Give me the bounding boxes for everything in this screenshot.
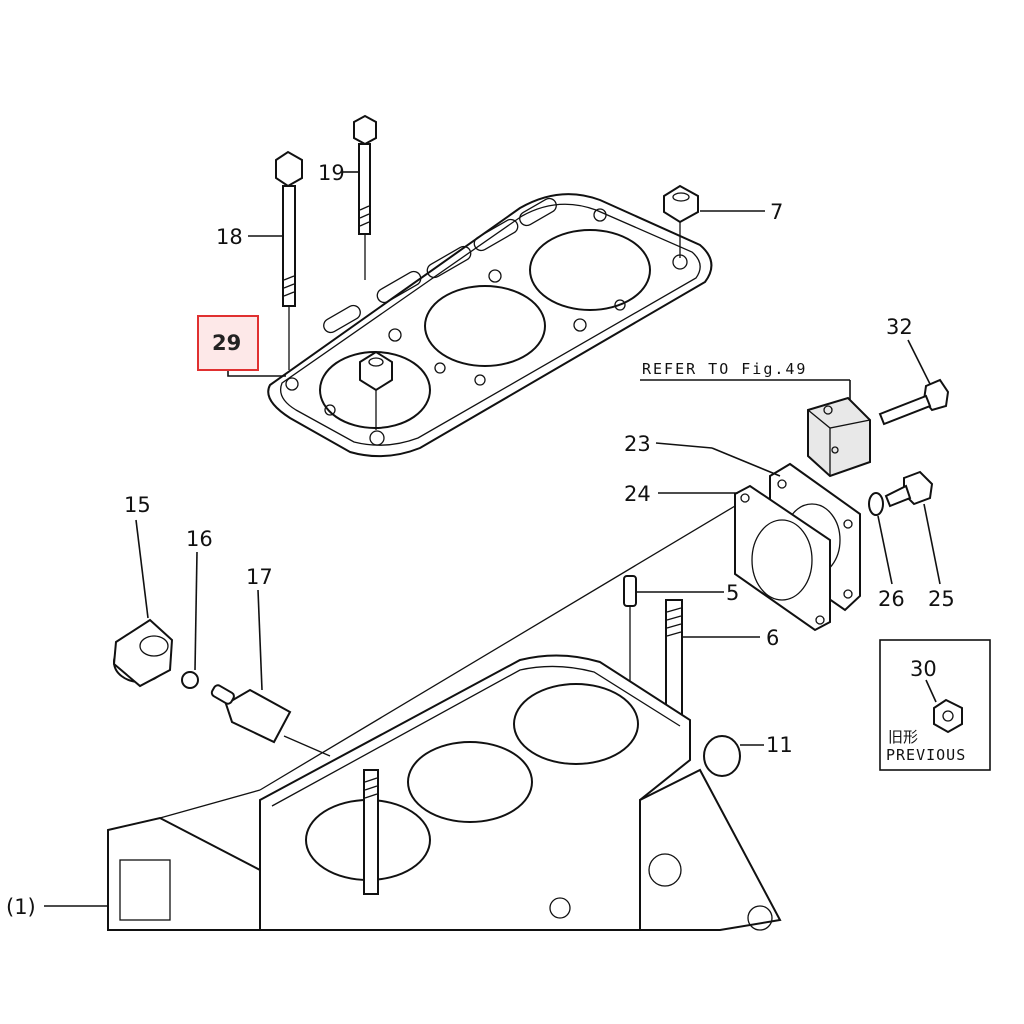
washer-26 [868, 492, 893, 585]
callout-24: 24 [624, 482, 651, 506]
callout-6: 6 [766, 626, 779, 650]
callout-16: 16 [186, 527, 213, 551]
gasket-nut [359, 350, 393, 430]
callout-7: 7 [770, 200, 783, 224]
gasket-24 [734, 484, 831, 632]
callout-1: (1) [6, 895, 36, 919]
part-17 [210, 589, 292, 744]
callout-5: 5 [726, 581, 739, 605]
callout-32: 32 [886, 315, 913, 339]
refer-block [640, 379, 871, 478]
part-15 [112, 519, 174, 688]
callout-25: 25 [928, 587, 955, 611]
refer-note: REFER TO Fig.49 [642, 360, 807, 378]
bolt-18 [275, 150, 303, 370]
bolt-19 [353, 114, 377, 280]
washer-16 [181, 551, 199, 689]
callout-23: 23 [624, 432, 651, 456]
pin-5 [623, 575, 724, 688]
head-gasket [267, 193, 713, 458]
bolt-32 [878, 339, 950, 426]
callout-11: 11 [766, 733, 793, 757]
previous-kanji: 旧形 [888, 728, 918, 746]
plug-11 [703, 735, 764, 777]
highlight-box-29 [197, 315, 259, 371]
callout-29: 29 [212, 331, 241, 355]
previous-box [879, 639, 991, 771]
previous-label: PREVIOUS [886, 746, 966, 764]
callout-26: 26 [878, 587, 905, 611]
callout-17: 17 [246, 565, 273, 589]
nut-7 [663, 184, 699, 258]
callout-15: 15 [124, 493, 151, 517]
cylinder-block [107, 505, 782, 931]
bolt-25 [884, 470, 941, 585]
callout-30: 30 [910, 657, 937, 681]
stud-6 [665, 599, 760, 725]
callout-18: 18 [216, 225, 243, 249]
callout-19: 19 [318, 161, 345, 185]
